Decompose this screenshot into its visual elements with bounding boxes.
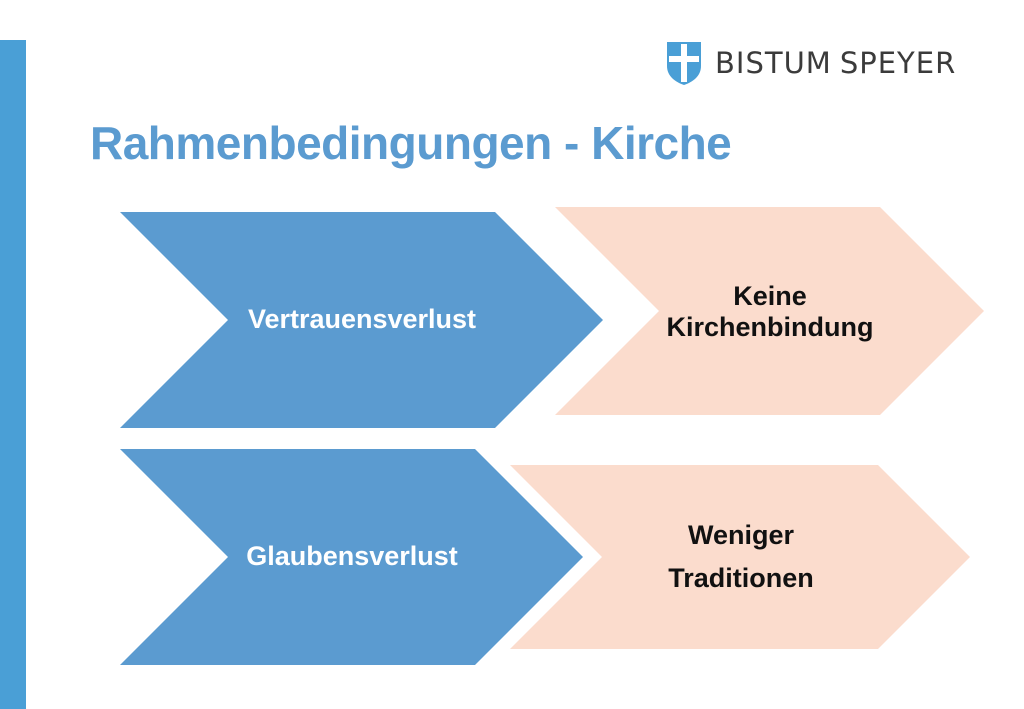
- logo-word-bistum: BISTUM: [715, 46, 832, 80]
- chevron-weniger-traditionen: [510, 465, 970, 649]
- logo-word-speyer: SPEYER: [839, 46, 957, 80]
- label-kirchenbindung: Kirchenbindung: [666, 312, 874, 342]
- chevron-glaubensverlust: [120, 449, 583, 665]
- label-glaubensverlust: Glaubensverlust: [246, 541, 458, 572]
- chevron-label-keine-kirchenbindung: Keine Kirchenbindung: [659, 276, 881, 348]
- chevron-vertrauensverlust: [120, 212, 603, 428]
- label-traditionen: Traditionen: [668, 563, 814, 593]
- accent-side-bar: [0, 40, 26, 709]
- label-weniger: Weniger: [687, 519, 795, 550]
- chevron-label-weniger-traditionen: Weniger Traditionen: [602, 512, 880, 602]
- label-keine: Keine: [733, 280, 807, 311]
- chevron-label-vertrauensverlust: Vertrauensverlust: [228, 290, 496, 350]
- label-vertrauensverlust: Vertrauensverlust: [247, 304, 477, 335]
- shield-cross-icon: [667, 42, 701, 85]
- chevron-label-glaubensverlust: Glaubensverlust: [228, 527, 476, 587]
- page-title: Rahmenbedingungen - Kirche: [90, 117, 732, 169]
- chevron-keine-kirchenbindung: [555, 207, 984, 415]
